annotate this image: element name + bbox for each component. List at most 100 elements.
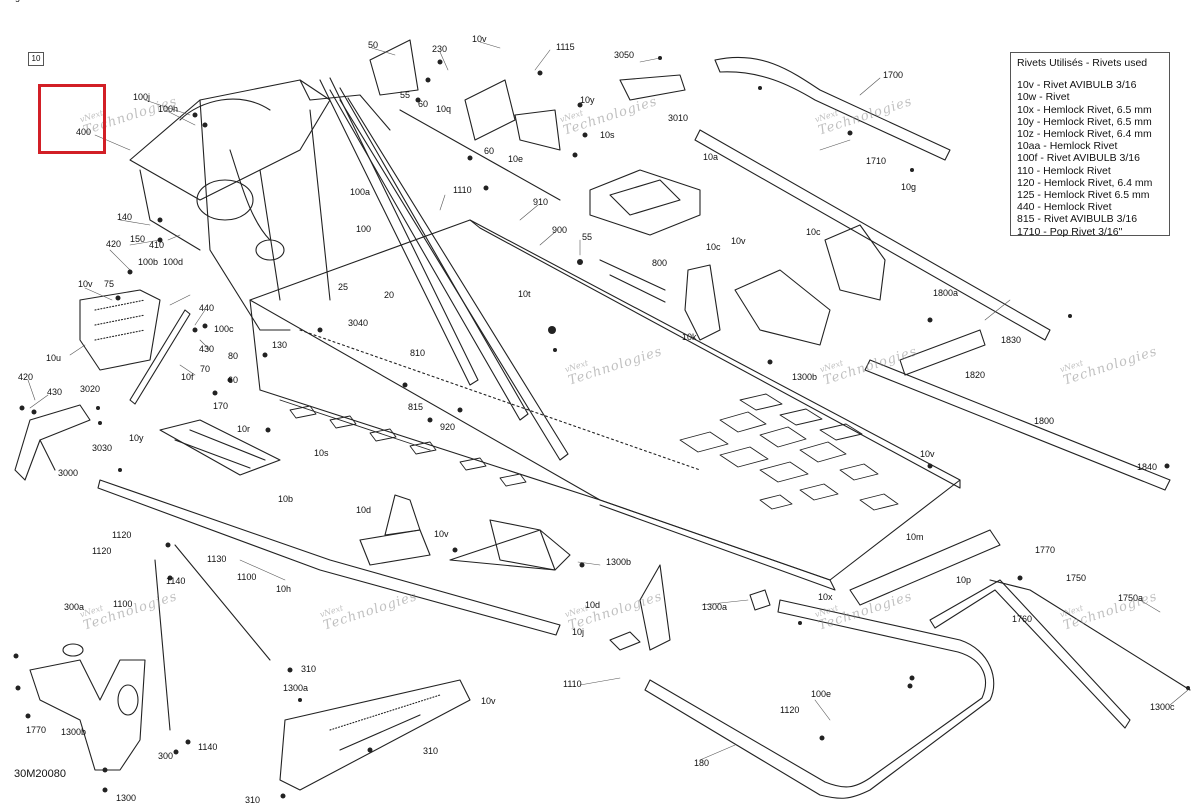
callout-1130: 1130 bbox=[207, 554, 226, 564]
legend-item: 10w - Rivet bbox=[1017, 91, 1070, 104]
part-10f bbox=[129, 309, 191, 405]
callout-1115: 1115 bbox=[556, 42, 575, 52]
callout-100j: 100j bbox=[133, 92, 150, 102]
part-10b bbox=[159, 419, 281, 476]
callout-3050: 3050 bbox=[614, 50, 634, 60]
callout-1710: 1710 bbox=[866, 156, 886, 166]
callout-10e: 10e bbox=[508, 154, 523, 164]
callout-300a: 300a bbox=[64, 602, 84, 612]
part-300 bbox=[29, 643, 146, 771]
callout-170: 170 bbox=[213, 401, 228, 411]
legend-title: Rivets Utilisés - Rivets used bbox=[1017, 57, 1148, 69]
diagonal-bars bbox=[319, 77, 569, 461]
callout-60: 60 bbox=[228, 375, 238, 385]
callout-10b: 10b bbox=[278, 494, 293, 504]
rivet-legend: Rivets Utilisés - Rivets used 10v - Rive… bbox=[1010, 52, 1170, 238]
callout-430: 430 bbox=[199, 344, 214, 354]
callout-1800: 1800 bbox=[1034, 416, 1054, 426]
callout-300: 300 bbox=[158, 751, 173, 761]
callout-1300c: 1300c bbox=[1150, 702, 1175, 712]
callout-10k: 10k bbox=[682, 332, 697, 342]
callout-10c: 10c bbox=[806, 227, 821, 237]
callout-10v: 10v bbox=[434, 529, 449, 539]
highlight-box bbox=[38, 84, 106, 154]
callout-1140: 1140 bbox=[198, 742, 217, 752]
callout-1770: 1770 bbox=[26, 725, 46, 735]
callout-430: 430 bbox=[47, 387, 62, 397]
part-100e bbox=[279, 679, 471, 791]
callout-10t: 10t bbox=[518, 289, 531, 299]
callout-1300b: 1300b bbox=[792, 372, 817, 382]
callout-10s: 10s bbox=[600, 130, 615, 140]
callout-10v: 10v bbox=[472, 34, 487, 44]
callout-1110: 1110 bbox=[453, 185, 472, 195]
part-3000 bbox=[14, 404, 91, 481]
callout-1120: 1120 bbox=[92, 546, 111, 556]
callout-10v: 10v bbox=[481, 696, 496, 706]
legend-item: 815 - Rivet AVIBULB 3/16 bbox=[1017, 213, 1138, 226]
diagram-id-tag: 10 bbox=[28, 52, 44, 66]
callout-1300b: 1300b bbox=[606, 557, 631, 567]
callout-100h: 100h bbox=[158, 104, 178, 114]
part-10u bbox=[79, 289, 161, 371]
part-1300a bbox=[749, 589, 771, 611]
callout-3040: 3040 bbox=[348, 318, 368, 328]
tunnel-cutouts bbox=[279, 393, 899, 511]
part-10h bbox=[97, 479, 561, 636]
callout-75: 75 bbox=[104, 279, 114, 289]
part-1120-rod bbox=[154, 559, 171, 731]
callout-400: 400 bbox=[76, 127, 91, 137]
callout-100g: 100g bbox=[0, 0, 20, 2]
callout-3030: 3030 bbox=[92, 443, 112, 453]
legend-item: 10aa - Hemlock Rivet bbox=[1017, 140, 1118, 153]
callout-1120: 1120 bbox=[112, 530, 131, 540]
callout-60: 60 bbox=[484, 146, 494, 156]
part-1750 bbox=[929, 579, 1131, 729]
part-10c bbox=[734, 224, 886, 346]
callout-1750a: 1750a bbox=[1118, 593, 1143, 603]
callout-920: 920 bbox=[440, 422, 455, 432]
callout-1830: 1830 bbox=[1001, 335, 1021, 345]
callout-20: 20 bbox=[384, 290, 394, 300]
callout-230: 230 bbox=[432, 44, 447, 54]
callout-310: 310 bbox=[423, 746, 438, 756]
callout-10h: 10h bbox=[276, 584, 291, 594]
document-code: 30M20080 bbox=[14, 768, 66, 780]
callout-1840: 1840 bbox=[1137, 462, 1157, 472]
callout-410: 410 bbox=[149, 240, 164, 250]
callout-55: 55 bbox=[582, 232, 592, 242]
part-10q bbox=[464, 79, 516, 141]
callout-3010: 3010 bbox=[668, 113, 688, 123]
callout-310: 310 bbox=[301, 664, 316, 674]
callout-100e: 100e bbox=[811, 689, 831, 699]
callout-10d: 10d bbox=[585, 600, 600, 610]
legend-item: 1710 - Pop Rivet 3/16" bbox=[1017, 225, 1123, 238]
callout-1750: 1750 bbox=[1066, 573, 1086, 583]
callout-310: 310 bbox=[245, 795, 260, 805]
part-1700 bbox=[714, 56, 951, 161]
callout-1800a: 1800a bbox=[933, 288, 958, 298]
callout-1140: 1140 bbox=[166, 576, 185, 586]
callout-1700: 1700 bbox=[883, 70, 903, 80]
callout-130: 130 bbox=[272, 340, 287, 350]
part-10j bbox=[609, 631, 641, 651]
legend-list: 10v - Rivet AVIBULB 3/16 10w - Rivet 10x… bbox=[1017, 79, 1163, 238]
callout-10v: 10v bbox=[920, 449, 935, 459]
callout-10q: 10q bbox=[436, 104, 451, 114]
callout-10f: 10f bbox=[181, 372, 194, 382]
legend-item: 120 - Hemlock Rivet, 6.4 mm bbox=[1017, 176, 1153, 189]
part-1820 bbox=[899, 329, 986, 376]
callout-100: 100 bbox=[356, 224, 371, 234]
callout-25: 25 bbox=[338, 282, 348, 292]
legend-item: 10y - Hemlock Rivet, 6.5 mm bbox=[1017, 115, 1152, 128]
part-10g bbox=[694, 129, 1051, 341]
callout-1300a: 1300a bbox=[283, 683, 308, 693]
callout-10v: 10v bbox=[731, 236, 746, 246]
callout-10v: 10v bbox=[78, 279, 93, 289]
legend-item: 440 - Hemlock Rivet bbox=[1017, 201, 1112, 214]
legend-item: 125 - Hemlock Rivet 6.5 mm bbox=[1017, 189, 1150, 202]
callout-1110: 1110 bbox=[563, 679, 582, 689]
part-10a bbox=[589, 169, 701, 236]
callout-10y: 10y bbox=[580, 95, 595, 105]
